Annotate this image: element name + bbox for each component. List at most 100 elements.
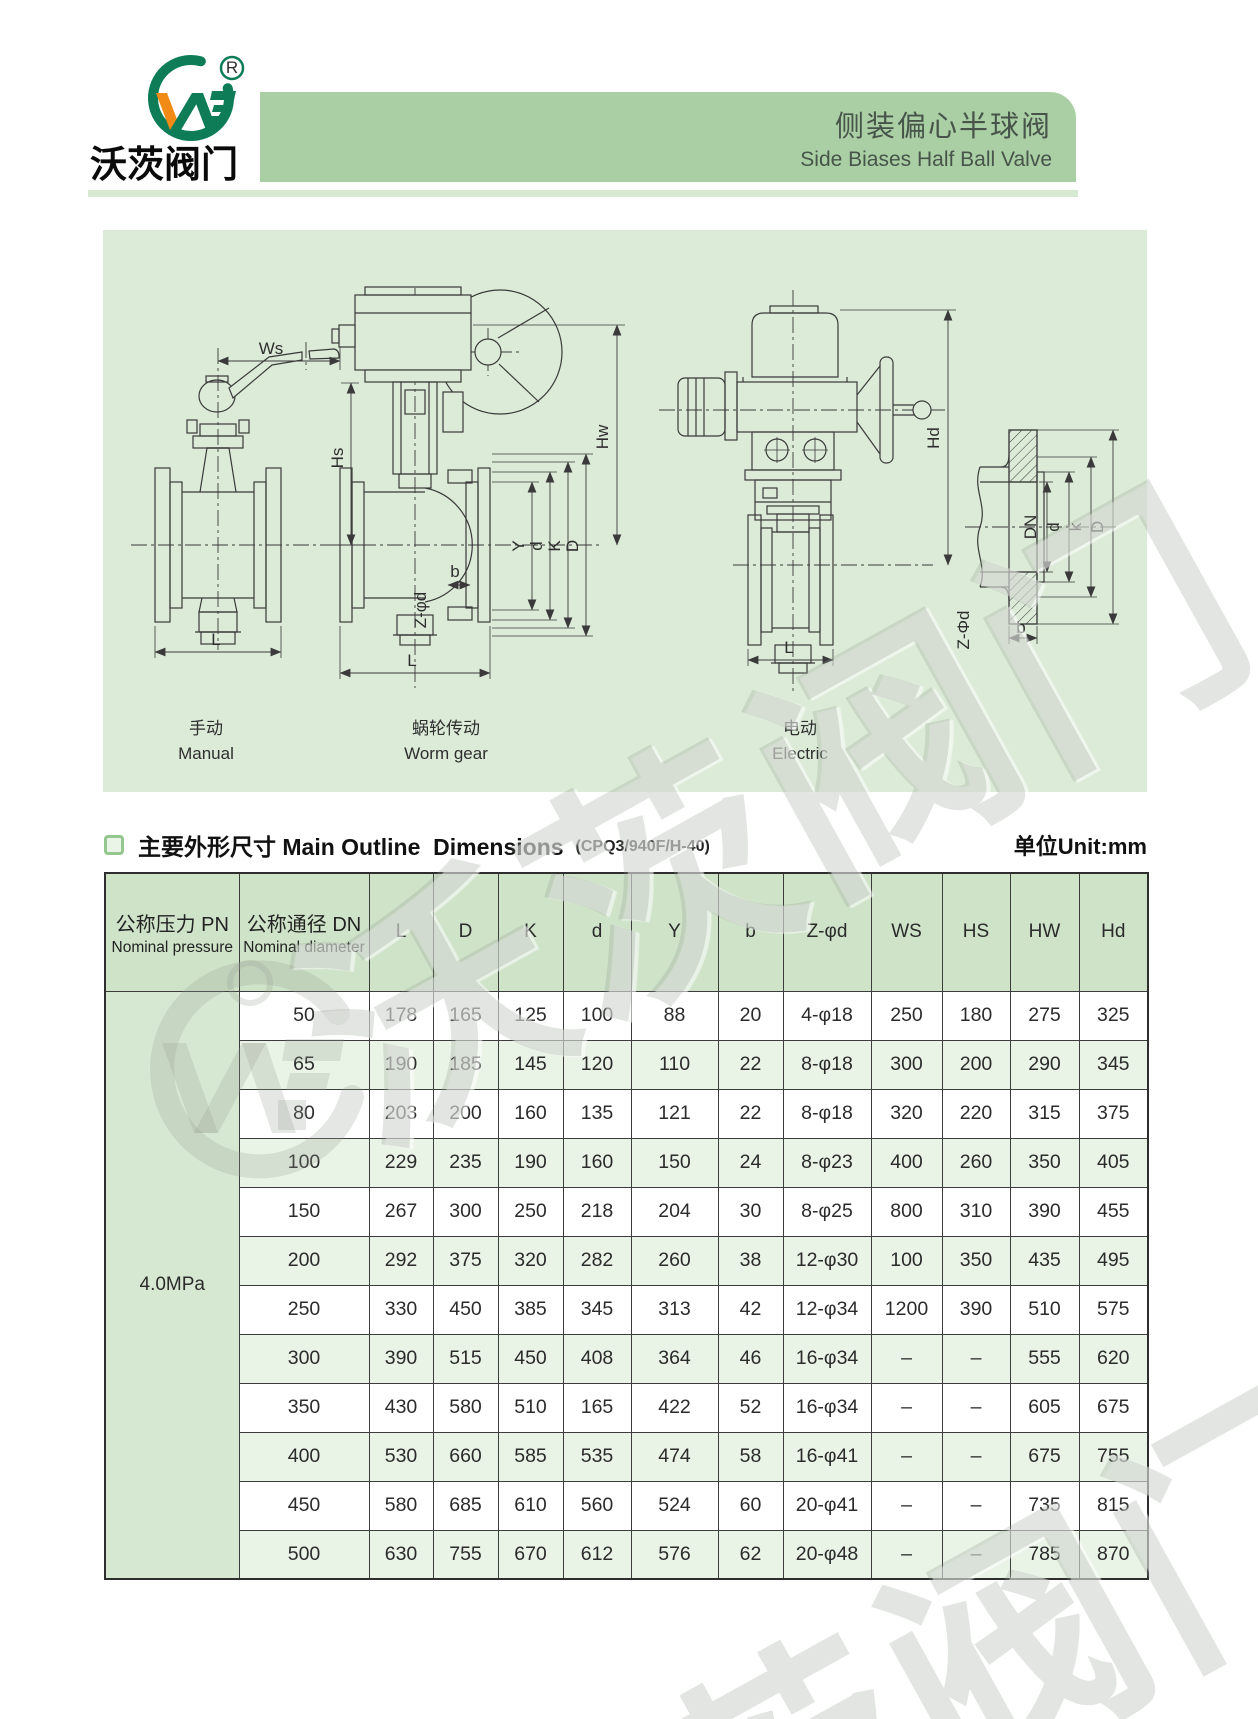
dim-hw: Hw xyxy=(593,424,612,449)
dimension-cell: 229 xyxy=(368,1137,434,1188)
dimension-cell: 165 xyxy=(562,1382,632,1433)
dimension-cell: 30 xyxy=(717,1186,784,1237)
section-header: 主要外形尺寸 Main Outline Dimensions (CPQ3/940… xyxy=(104,830,1147,860)
dimension-cell: 390 xyxy=(1009,1186,1080,1237)
dimension-cell: 100 xyxy=(238,1137,370,1188)
dimension-cell: 58 xyxy=(717,1431,784,1482)
dimension-cell: 121 xyxy=(630,1088,719,1139)
dimension-cell: – xyxy=(941,1431,1011,1482)
dim-l3: L xyxy=(784,638,793,657)
column-header: D xyxy=(432,872,499,992)
dimension-cell: 315 xyxy=(1009,1088,1080,1139)
dimension-cell: 200 xyxy=(238,1235,370,1286)
dim-l2: L xyxy=(407,651,416,670)
dimension-cell: 630 xyxy=(368,1529,434,1580)
dimension-cell: 282 xyxy=(562,1235,632,1286)
dimension-cell: 22 xyxy=(717,1088,784,1139)
section-title: 主要外形尺寸 Main Outline Dimensions xyxy=(138,834,564,860)
column-header: WS xyxy=(870,872,943,992)
dimension-cell: 190 xyxy=(368,1039,434,1090)
dimension-cell: 500 xyxy=(238,1529,370,1580)
dimension-cell: 200 xyxy=(432,1088,499,1139)
dimension-cell: 408 xyxy=(562,1333,632,1384)
dimension-cell: 20-φ41 xyxy=(782,1480,872,1531)
dimension-cell: 450 xyxy=(497,1333,564,1384)
drawing-panel xyxy=(103,230,1147,792)
dimension-cell: 65 xyxy=(238,1039,370,1090)
dimension-cell: 1200 xyxy=(870,1284,943,1335)
dimension-cell: 292 xyxy=(368,1235,434,1286)
column-header: L xyxy=(368,872,434,992)
dimension-cell: 375 xyxy=(1078,1088,1149,1139)
dimension-cell: 22 xyxy=(717,1039,784,1090)
dimension-cell: 190 xyxy=(497,1137,564,1188)
dimension-cell: 150 xyxy=(238,1186,370,1237)
drawing-manual-valve: Ws Hs L xyxy=(131,339,361,658)
pressure-cell: 4.0MPa xyxy=(104,990,240,1580)
logo-f-dot xyxy=(208,116,220,129)
logo-w-stroke-orange xyxy=(156,93,181,130)
dim-zpd: Z-φd xyxy=(411,592,430,629)
dimension-cell: 870 xyxy=(1078,1529,1149,1580)
dimension-cell: 220 xyxy=(941,1088,1011,1139)
dimension-cell: 375 xyxy=(432,1235,499,1286)
dimension-cell: 200 xyxy=(941,1039,1011,1090)
column-header: d xyxy=(562,872,632,992)
dimension-cell: 160 xyxy=(497,1088,564,1139)
column-header: Y xyxy=(630,872,719,992)
dimension-cell: 165 xyxy=(432,990,499,1041)
page-title-cn: 侧装偏心半球阀 xyxy=(834,110,1052,143)
dimension-cell: 535 xyxy=(562,1431,632,1482)
dimension-cell: – xyxy=(870,1333,943,1384)
dim-hs: Hs xyxy=(328,448,347,469)
drawing-electric-valve: Hd L xyxy=(659,290,956,692)
section-model: (CPQ3/940F/H-40) xyxy=(575,838,710,855)
dimension-cell: 320 xyxy=(497,1235,564,1286)
dimension-cell: 450 xyxy=(238,1480,370,1531)
dimension-cell: 313 xyxy=(630,1284,719,1335)
dimension-cell: 160 xyxy=(562,1137,632,1188)
dim-ws: Ws xyxy=(259,339,284,358)
dimension-cell: – xyxy=(941,1333,1011,1384)
dimension-cell: 16-φ41 xyxy=(782,1431,872,1482)
dimension-cell: 178 xyxy=(368,990,434,1041)
dimension-cell: 510 xyxy=(1009,1284,1080,1335)
dimension-cell: 422 xyxy=(630,1382,719,1433)
dimension-cell: 560 xyxy=(562,1480,632,1531)
dimension-cell: 88 xyxy=(630,990,719,1041)
dim-D2: D xyxy=(1088,521,1107,533)
caption-manual-en: Manual xyxy=(178,744,234,763)
dim-d: d xyxy=(527,541,546,550)
dimension-cell: – xyxy=(870,1431,943,1482)
dimension-cell: 290 xyxy=(1009,1039,1080,1090)
registered-icon xyxy=(219,55,245,81)
dimension-cell: 4-φ18 xyxy=(782,990,872,1041)
dimension-cell: 385 xyxy=(497,1284,564,1335)
caption-electric-en: Electric xyxy=(772,744,828,763)
dimension-cell: 474 xyxy=(630,1431,719,1482)
dimension-cell: 38 xyxy=(717,1235,784,1286)
logo-f-bar xyxy=(210,91,236,100)
dimension-cell: 325 xyxy=(1078,990,1149,1041)
dimension-cell: 455 xyxy=(1078,1186,1149,1237)
dimension-cell: 330 xyxy=(368,1284,434,1335)
dimension-cell: 390 xyxy=(368,1333,434,1384)
caption-electric-cn: 电动 xyxy=(783,719,817,738)
dimension-cell: 495 xyxy=(1078,1235,1149,1286)
dimension-cell: 8-φ18 xyxy=(782,1039,872,1090)
dimension-cell: 42 xyxy=(717,1284,784,1335)
dimension-cell: 145 xyxy=(497,1039,564,1090)
dimension-cell: 80 xyxy=(238,1088,370,1139)
dimension-cell: 345 xyxy=(562,1284,632,1335)
dimension-cell: 250 xyxy=(497,1186,564,1237)
dimension-cell: 24 xyxy=(717,1137,784,1188)
dimension-cell: 16-φ34 xyxy=(782,1333,872,1384)
dimension-cell: 260 xyxy=(630,1235,719,1286)
dim-d2: d xyxy=(1044,522,1063,531)
